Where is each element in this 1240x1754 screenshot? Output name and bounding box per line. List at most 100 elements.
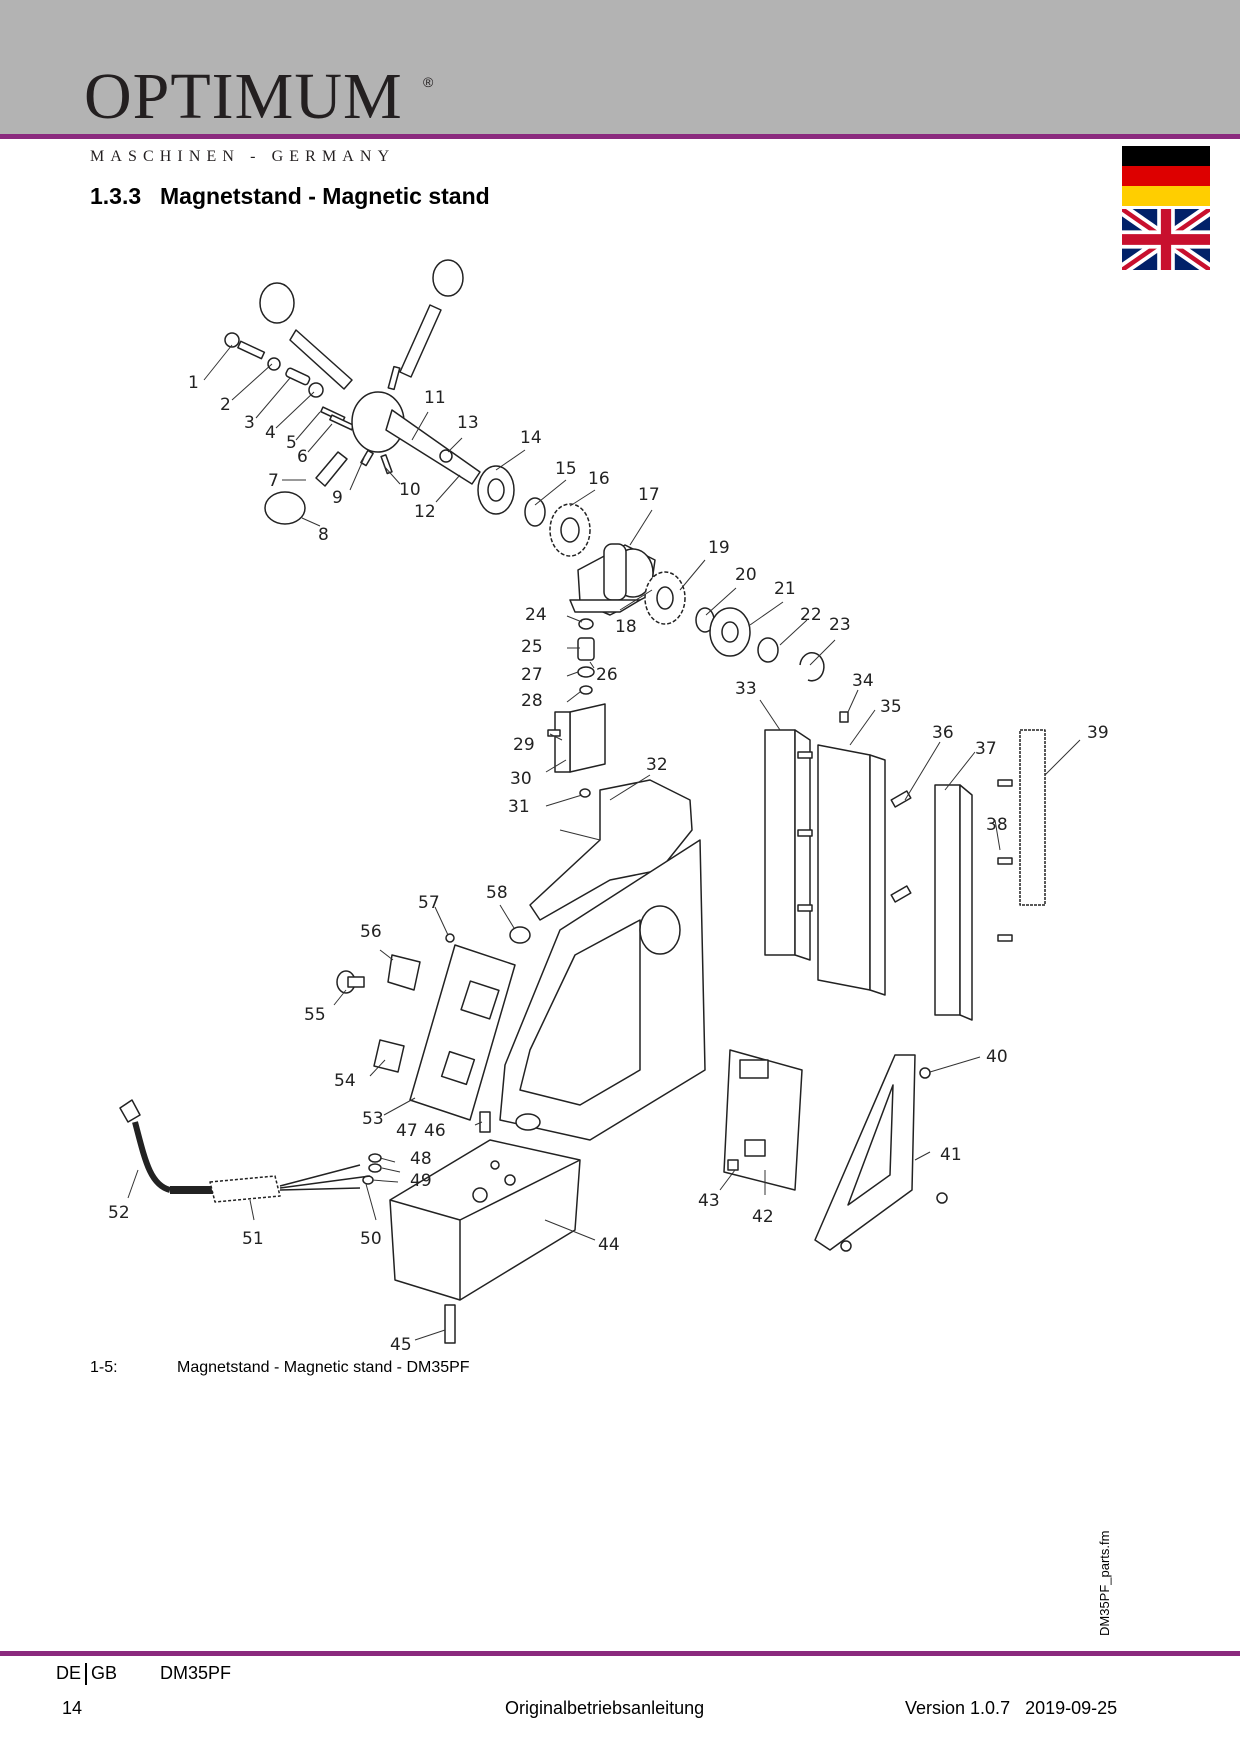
handle-knob: [432, 259, 464, 297]
main-body-port: [515, 1113, 541, 1131]
callout-number: 2: [220, 395, 231, 415]
bearing: [577, 666, 595, 678]
callout-number: 39: [1087, 723, 1109, 743]
callout-number: 48: [410, 1149, 432, 1169]
callout-number: 29: [513, 735, 535, 755]
screw-part: [997, 857, 1013, 865]
screw-part: [839, 711, 849, 723]
callout-number: 13: [457, 413, 479, 433]
main-body-bore: [639, 905, 681, 955]
callout-numbers: 1 2 3 4 5 6 7 8 9 10 11 12 13 14 15 16 1…: [108, 373, 1109, 1355]
callout-number: 24: [525, 605, 547, 625]
bolt-part: [479, 1111, 491, 1133]
column-guide-side: [869, 754, 886, 996]
footer-languages: DE GB: [56, 1663, 118, 1686]
washer-part: [579, 685, 593, 695]
screw-part: [445, 933, 455, 943]
callout-number: 14: [520, 428, 542, 448]
screw-part: [936, 1192, 948, 1204]
handle-knob: [264, 491, 306, 525]
bolt-part: [444, 1304, 456, 1344]
screw-part: [997, 934, 1013, 942]
bearing-bore: [487, 478, 505, 502]
callout-number: 19: [708, 538, 730, 558]
screw-part: [919, 1067, 931, 1079]
union-jack-icon: [1122, 209, 1210, 270]
spring-part: [285, 367, 311, 386]
callout-number: 15: [555, 459, 577, 479]
figure-caption: Magnetstand - Magnetic stand - DM35PF: [177, 1359, 470, 1376]
key-part: [439, 449, 453, 463]
callout-number: 45: [390, 1335, 412, 1355]
callout-number: 41: [940, 1145, 962, 1165]
magnet-base-edges: [389, 1159, 581, 1300]
handle-bar: [315, 451, 348, 487]
lang-gb: GB: [91, 1663, 118, 1683]
gear-bore: [656, 586, 674, 610]
nut-part: [579, 788, 591, 798]
callout-number: 9: [332, 488, 343, 508]
main-body-arm: [529, 779, 693, 921]
callout-number: 28: [521, 691, 543, 711]
callout-number: 6: [297, 447, 308, 467]
support-bracket: [814, 1054, 916, 1251]
footer-rule: [0, 1651, 1240, 1656]
magnet-base-hole: [472, 1187, 488, 1203]
circuit-board: [723, 1049, 803, 1191]
rail: [934, 784, 961, 1016]
callout-number: 27: [521, 665, 543, 685]
cable-wires: [279, 1164, 371, 1191]
pcb-component: [744, 1139, 766, 1157]
callout-number: 26: [596, 665, 618, 685]
washer-part: [368, 1153, 382, 1163]
gear-rack: [1019, 729, 1046, 906]
screw-part: [840, 1240, 852, 1252]
callout-number: 17: [638, 485, 660, 505]
column-guide: [817, 744, 871, 991]
section-number: 1.3.3: [90, 183, 142, 209]
gear-bore: [560, 517, 580, 543]
magnet-base-hole: [490, 1160, 500, 1170]
callout-number: 43: [698, 1191, 720, 1211]
callout-number: 25: [521, 637, 543, 657]
screw-part: [797, 829, 813, 837]
callout-number: 57: [418, 893, 440, 913]
pcb-component: [727, 1159, 739, 1171]
screw-part: [890, 885, 912, 903]
callout-number: 3: [244, 413, 255, 433]
callout-number: 53: [362, 1109, 384, 1129]
callout-number: 52: [108, 1203, 130, 1223]
gearbox-housing-neck: [603, 543, 627, 601]
washer-part: [368, 1163, 382, 1173]
callout-number: 11: [424, 388, 446, 408]
retaining-ring: [524, 497, 546, 527]
page-number: 14: [62, 1698, 83, 1718]
callout-number: 49: [410, 1171, 432, 1191]
callout-number: 8: [318, 525, 329, 545]
cable-gland: [509, 926, 531, 944]
handle-bar: [399, 304, 442, 378]
callout-number: 30: [510, 769, 532, 789]
magnet-base-hole: [504, 1174, 516, 1186]
nut-part: [267, 357, 281, 371]
coupling: [577, 637, 595, 661]
callout-number: 51: [242, 1229, 264, 1249]
registered-mark: ®: [423, 74, 434, 90]
callout-number: 18: [615, 617, 637, 637]
callout-number: 36: [932, 723, 954, 743]
callout-number: 20: [735, 565, 757, 585]
pcb-connector: [739, 1059, 769, 1079]
callout-number: 54: [334, 1071, 356, 1091]
handle-bar: [289, 329, 353, 390]
bearing-bore: [721, 621, 739, 643]
lang-separator: [85, 1663, 88, 1686]
rail-side: [959, 784, 973, 1021]
spring-part: [360, 449, 374, 467]
document-title: Originalbetriebsanleitung: [505, 1698, 705, 1718]
lang-de: DE: [56, 1663, 82, 1683]
callout-number: 38: [986, 815, 1008, 835]
header-band: [0, 0, 1240, 136]
callout-number: 33: [735, 679, 757, 699]
callout-number: 1: [188, 373, 199, 393]
